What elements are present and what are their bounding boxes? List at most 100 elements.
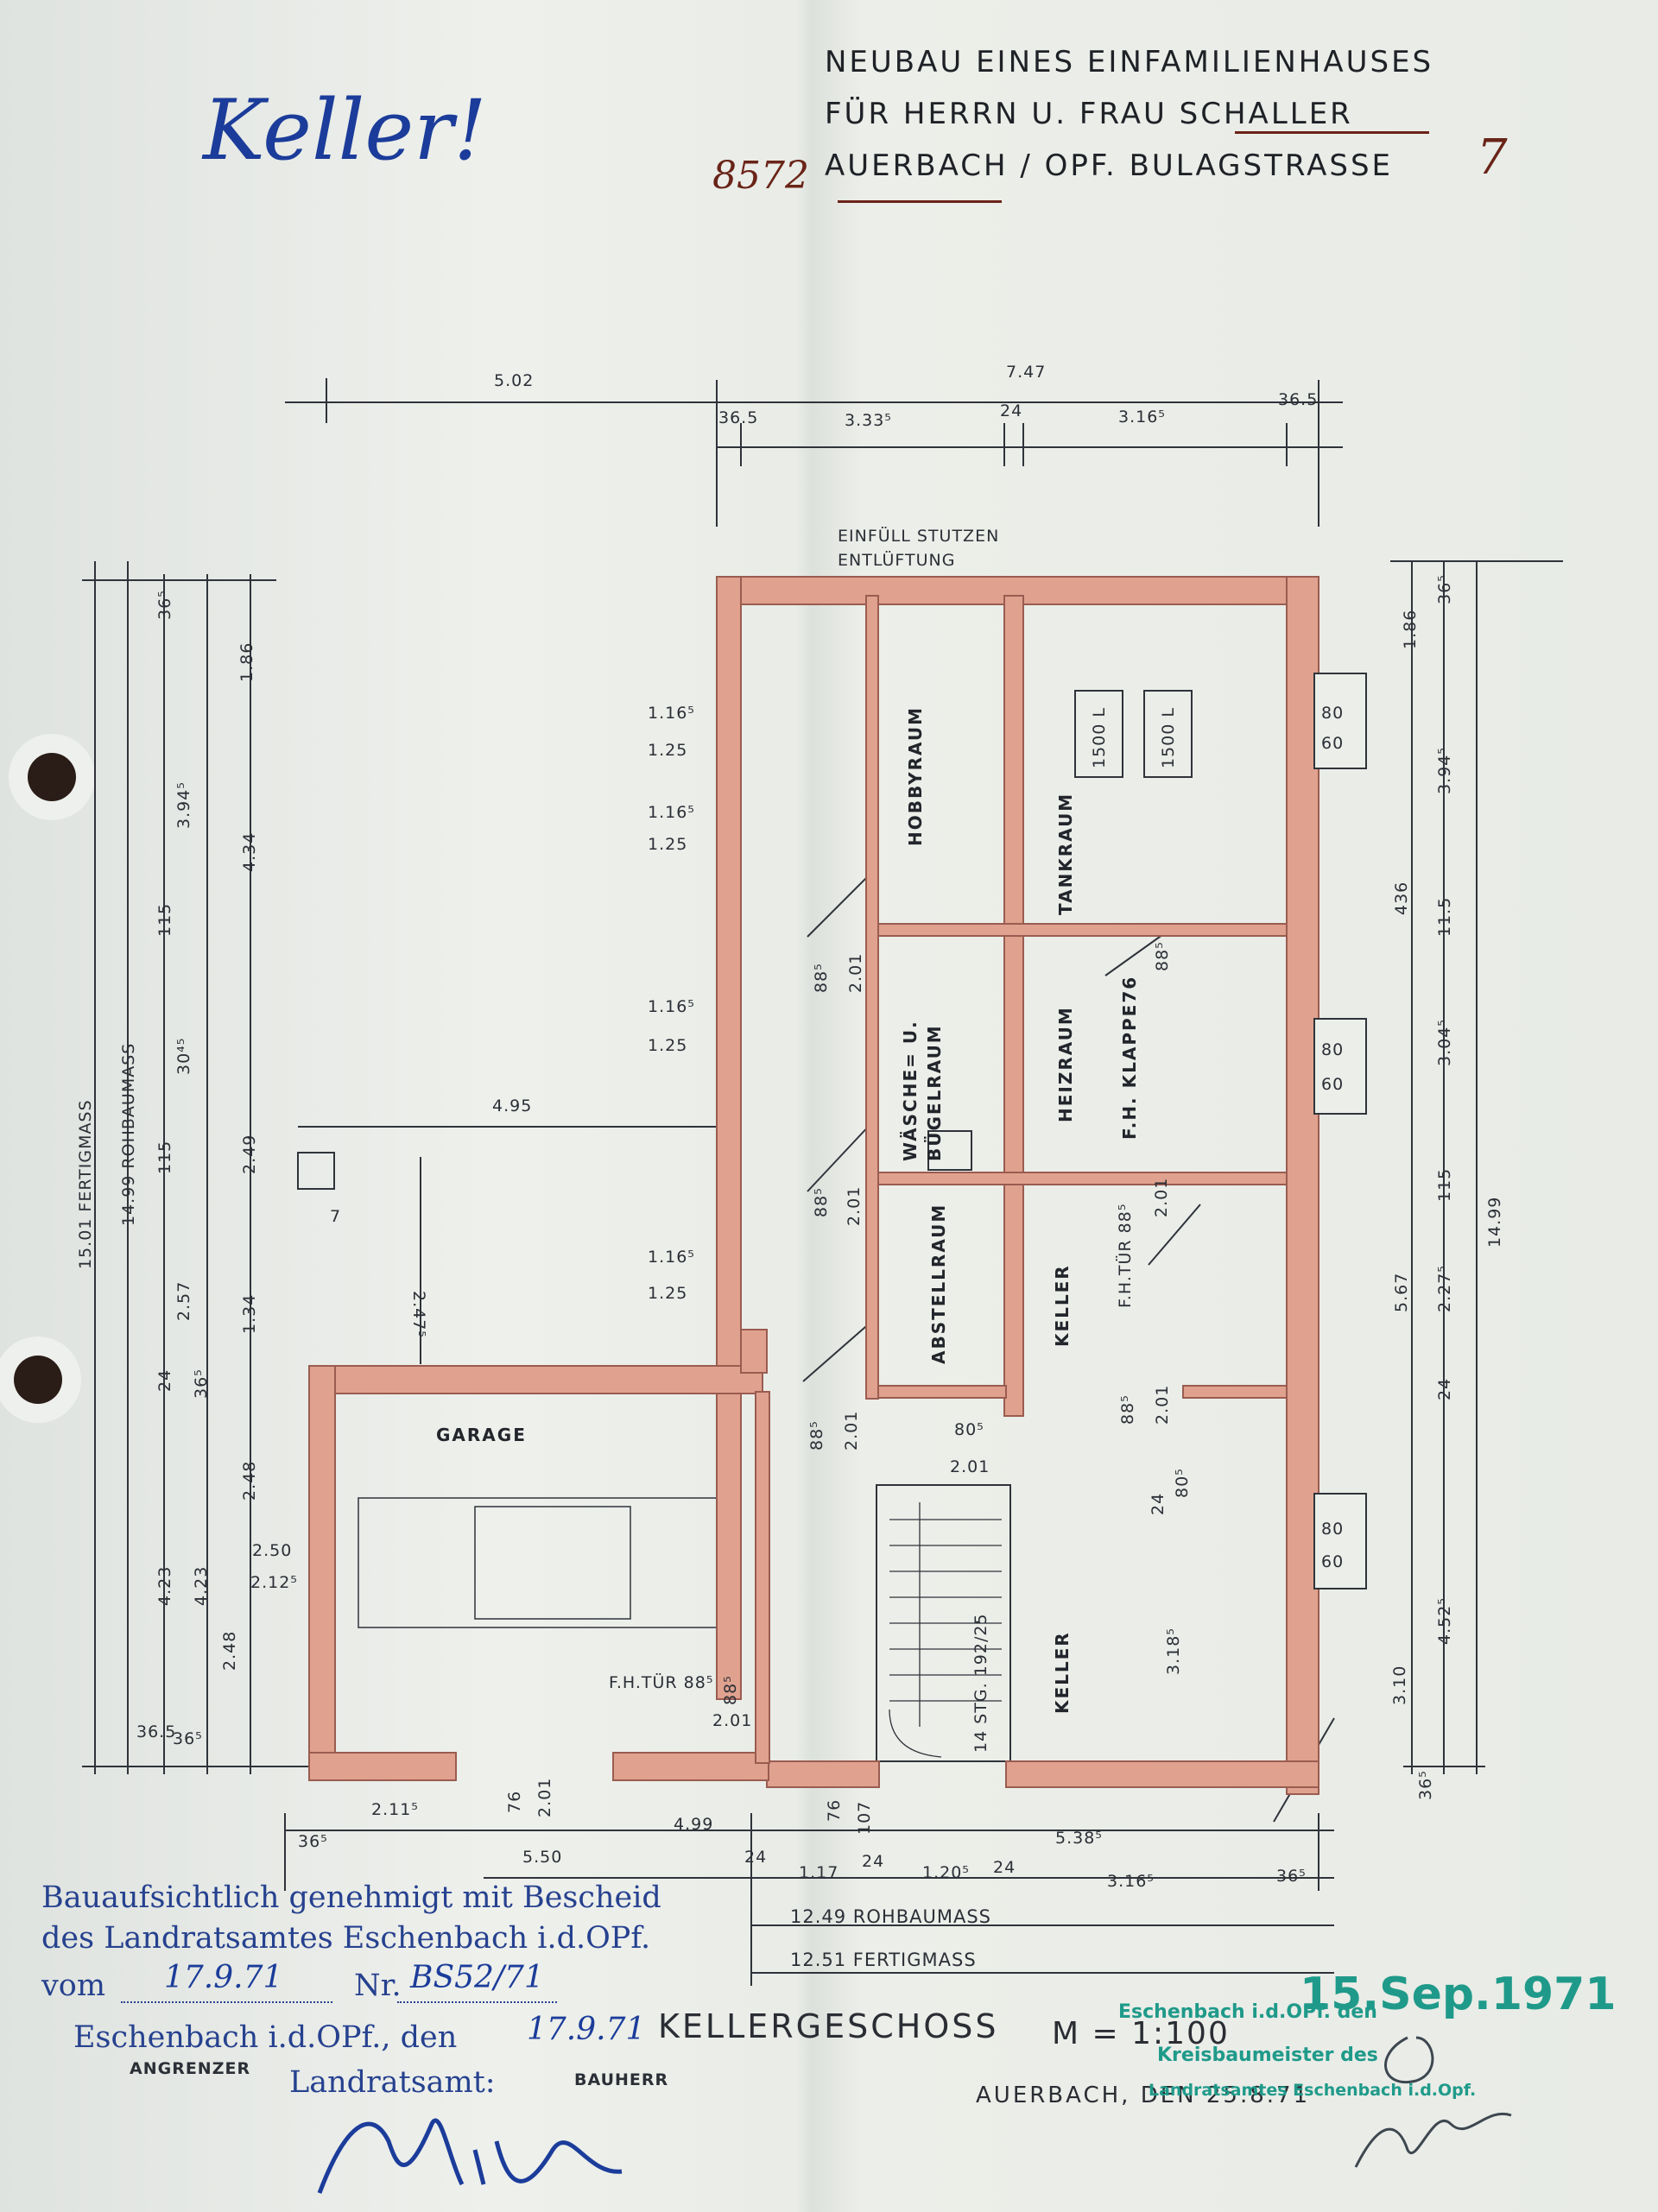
header-house-number: 7 — [1477, 130, 1508, 186]
dim-bottom-365-b: 36⁵ — [1276, 1867, 1307, 1886]
approval-line5: Landratsamt: — [289, 2065, 496, 2100]
room-fh-klappe: F.H. KLAPPE76 — [1119, 975, 1140, 1140]
window-dim-2a: 1.16⁵ — [648, 803, 695, 822]
dim-garage-4-95: 4.95 — [492, 1097, 533, 1115]
chimney-1-60: 60 — [1321, 734, 1345, 753]
dim-left-1-86: 1.86 — [237, 641, 256, 682]
dim-left-365-top: 36⁵ — [155, 590, 174, 620]
dim-right-14-99: 14.99 — [1485, 1196, 1504, 1248]
dim-right-3-04: 3.04⁵ — [1435, 1019, 1454, 1066]
chimney-1-80: 80 — [1321, 704, 1345, 723]
header-line2: FÜR HERRN U. FRAU SCHALLER — [825, 97, 1353, 131]
dim-top-3-33: 3.33⁵ — [845, 411, 892, 430]
approval-vom-value: 17.9.71 — [164, 1960, 283, 1995]
dim-left-115-a: 115 — [155, 902, 174, 937]
door-dim-15: 80⁵ — [1173, 1468, 1192, 1498]
dim-bottom-365: 36⁵ — [298, 1832, 328, 1851]
door-dim-6: 2.01 — [842, 1410, 861, 1450]
klappe-dim: 88⁵ — [1153, 941, 1172, 971]
window-dim-3b: 1.25 — [648, 1036, 688, 1055]
dim-left-1-34: 1.34 — [240, 1293, 259, 1334]
dim-bottom-107: 107 — [855, 1800, 874, 1835]
door-dim-10: 2.01 — [1153, 1384, 1172, 1425]
room-abstellraum: ABSTELLRAUM — [928, 1203, 949, 1364]
dim-right-5-67: 5.67 — [1392, 1272, 1411, 1312]
dim-left-304: 30⁴⁵ — [174, 1037, 193, 1075]
stamp-line3: Landratsamtes Eschenbach i.d.Opf. — [1149, 2081, 1477, 2100]
dim-bottom-3-16: 3.16⁵ — [1107, 1872, 1155, 1891]
title-scale: M = 1:100 — [1052, 2016, 1230, 2051]
stamp-date: 15.Sep.1971 — [1300, 1969, 1617, 2020]
dim-left-365-bottom: 36⁵ — [173, 1729, 203, 1748]
dim-right-436: 436 — [1392, 881, 1411, 915]
approval-line4-value: 17.9.71 — [527, 2012, 646, 2047]
stamp-line2: Kreisbaumeister des — [1157, 2045, 1378, 2066]
dim-bottom-rohbaumass: 12.49 ROHBAUMASS — [790, 1906, 991, 1927]
dim-bottom-2-01: 2.01 — [535, 1777, 554, 1817]
room-heizraum: HEIZRAUM — [1055, 1006, 1076, 1122]
door-fh-tuer-keller: F.H.TÜR 88⁵ — [1116, 1203, 1135, 1308]
dim-small-7: 7 — [330, 1207, 342, 1226]
title-bauherr: BAUHERR — [574, 2070, 669, 2089]
window-dim-3a: 1.16⁵ — [648, 997, 695, 1016]
window-dim-2b: 1.25 — [648, 835, 688, 854]
dim-bottom-1-17: 1.17 — [799, 1863, 839, 1882]
door-dim-12: 88⁵ — [721, 1675, 740, 1705]
dim-right-24: 24 — [1435, 1377, 1454, 1400]
approval-line2: des Landratsamtes Eschenbach i.d.OPf. — [41, 1921, 651, 1956]
note-fill-nozzle: EINFÜLL STUTZEN — [838, 527, 1000, 546]
dim-left-3-94: 3.94⁵ — [174, 781, 193, 829]
dim-right-3-10: 3.10 — [1390, 1665, 1409, 1705]
underline-auerbach — [838, 200, 1002, 203]
approval-line4: Eschenbach i.d.OPf., den — [73, 2020, 458, 2055]
dim-left-4-34: 4.34 — [240, 831, 259, 872]
chimney-2-60: 60 — [1321, 1075, 1345, 1094]
header-zip: 8572 — [712, 154, 809, 198]
room-hobbyraum: HOBBYRAUM — [905, 705, 926, 846]
door-dim-14: 24 — [1149, 1492, 1168, 1515]
window-dim-1b: 1.25 — [648, 741, 688, 760]
door-fh-tuer-garage: F.H.TÜR 88⁵ — [609, 1673, 714, 1692]
dim-bottom-24-a: 24 — [744, 1848, 768, 1867]
dim-left-24: 24 — [155, 1368, 174, 1392]
approval-vom-underline — [121, 2001, 332, 2003]
door-dim-1: 88⁵ — [812, 963, 831, 993]
room-keller-1: KELLER — [1052, 1264, 1073, 1347]
underline-schaller — [1235, 131, 1429, 134]
stamp-line1: Eschenbach i.d.OPf. den — [1118, 2001, 1377, 2023]
door-dim-9: 88⁵ — [1118, 1394, 1137, 1425]
door-dim-3: 88⁵ — [812, 1187, 831, 1217]
window-dim-4a: 1.16⁵ — [648, 1248, 695, 1267]
dim-garage-2-47: 2.47⁵ — [409, 1291, 428, 1338]
chimney-2-80: 80 — [1321, 1040, 1345, 1059]
dim-bottom-76-a: 76 — [505, 1790, 524, 1813]
room-tankraum: TANKRAUM — [1055, 792, 1076, 915]
tank-b-label: 1500 L — [1159, 707, 1178, 768]
header-line3: AUERBACH / OPF. BULAGSTRASSE — [825, 149, 1394, 183]
dim-left-rohbaumass: 14.99 ROHBAUMASS — [119, 1042, 138, 1226]
dim-right-11-5: 11.5 — [1435, 896, 1454, 937]
note-vent: ENTLÜFTUNG — [838, 551, 956, 570]
dim-bottom-24-c: 24 — [993, 1858, 1016, 1877]
dim-bottom-4-99: 4.99 — [674, 1815, 714, 1834]
dim-bottom-5-50: 5.50 — [522, 1848, 563, 1867]
signature-landratsamt — [317, 2118, 623, 2194]
dim-bottom-fertigmass: 12.51 FERTIGMASS — [790, 1950, 977, 1970]
approval-nr-label: Nr. — [354, 1969, 402, 2003]
room-garage: GARAGE — [436, 1425, 527, 1445]
signature-kreisbaumeister — [1354, 2036, 1512, 2168]
dim-left-4-23-a: 4.23 — [155, 1565, 174, 1606]
approval-vom-label: vom — [41, 1969, 106, 2003]
dim-top-5-02: 5.02 — [494, 371, 535, 390]
binder-hole-top — [28, 753, 76, 801]
dim-bottom-1-20: 1.20⁵ — [922, 1863, 970, 1882]
door-dim-13: 2.01 — [712, 1711, 753, 1730]
dim-bottom-5-38: 5.38⁵ — [1055, 1829, 1103, 1848]
dim-garage-2-12: 2.12⁵ — [250, 1573, 298, 1592]
dim-left-2-57: 2.57 — [174, 1280, 193, 1321]
room-waesche: WÄSCHE= U. BÜGELRAUM — [900, 1020, 945, 1161]
dim-left-36-5: 36.5 — [136, 1722, 177, 1741]
dim-left-2-48-b: 2.48 — [220, 1630, 239, 1671]
dim-left-2-49: 2.49 — [240, 1134, 259, 1174]
